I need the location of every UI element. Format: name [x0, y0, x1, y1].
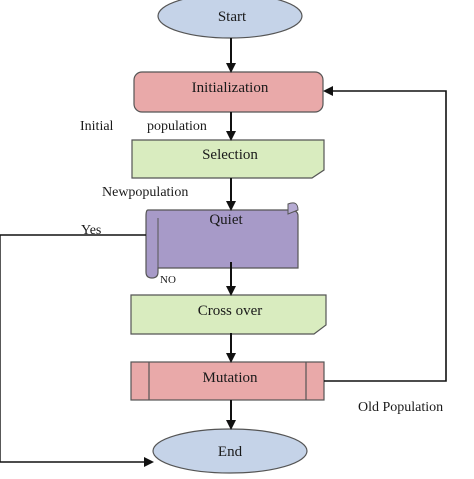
- start-label: Start: [218, 9, 247, 25]
- initialization-label: Initialization: [192, 80, 269, 96]
- end-node: End: [152, 428, 308, 474]
- label-newpopulation: Newpopulation: [102, 185, 188, 200]
- label-old-population: Old Population: [358, 400, 443, 415]
- crossover-shape: [130, 294, 327, 335]
- selection-shape: [131, 139, 325, 179]
- arrow-old-population-loop: [323, 86, 447, 382]
- end-label: End: [218, 444, 243, 460]
- label-population: population: [147, 119, 207, 134]
- mutation-shape: [130, 361, 325, 401]
- mutation-label: Mutation: [203, 370, 258, 386]
- initialization-node: Initialization: [133, 71, 324, 113]
- arrow-yes-to-end: [0, 234, 154, 467]
- crossover-label: Cross over: [198, 303, 263, 319]
- label-yes: Yes: [81, 223, 101, 238]
- crossover-node: Cross over: [130, 294, 327, 335]
- label-no: NO: [160, 274, 176, 286]
- quiet-node: Quiet: [145, 202, 299, 279]
- label-initial: Initial: [80, 119, 114, 134]
- start-node: Start: [157, 0, 303, 39]
- mutation-node: Mutation: [130, 361, 325, 401]
- selection-node: Selection: [131, 139, 325, 179]
- quiet-label: Quiet: [209, 212, 243, 228]
- quiet-scroll-shape: [145, 209, 299, 279]
- quiet-scroll-curl: [287, 202, 299, 215]
- selection-label: Selection: [202, 147, 258, 163]
